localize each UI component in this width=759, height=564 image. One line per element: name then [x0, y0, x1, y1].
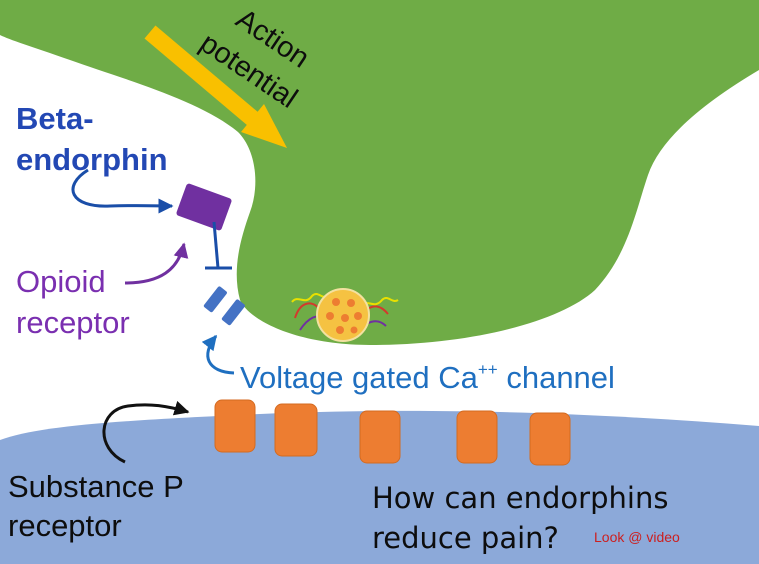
question-text: How can endorphins reduce pain?: [372, 481, 669, 555]
substance-p-receptor: [529, 412, 571, 466]
opioid-receptor: [176, 183, 232, 231]
substance-p-receptor: [359, 410, 401, 464]
yellow-arrow-icon: [144, 25, 287, 148]
ca-channel-label-prefix: Voltage gated Ca: [240, 360, 478, 395]
substance-p-receptor-label: Substance P receptor: [8, 469, 184, 543]
ca-channel: [203, 286, 245, 326]
substance-p-receptor: [214, 399, 256, 453]
ca-channel-arrow: [201, 334, 235, 375]
look-video-note[interactable]: Look @ video: [594, 529, 680, 545]
substance-p-receptors: [214, 399, 571, 466]
beta-endorphin-label: Beta-endorphin: [16, 101, 168, 177]
beta-endorphin-arrow: [71, 168, 174, 214]
opioid-receptor-label: Opioid receptor: [16, 264, 130, 340]
substance-p-arrow: [102, 400, 190, 464]
ca-channel-label-suffix: channel: [497, 360, 615, 395]
opioid-receptor-arrow: [124, 242, 189, 285]
presynaptic-terminal: [0, 0, 759, 345]
ca-channel-label: Voltage gated Ca++ channel: [240, 358, 615, 403]
vesicle-icon: [291, 288, 399, 342]
t-bar-inhibition-icon: [205, 221, 232, 270]
substance-p-receptor: [456, 410, 498, 464]
ca-channel-label-charge: ++: [477, 360, 498, 379]
substance-p-receptor: [274, 403, 318, 457]
